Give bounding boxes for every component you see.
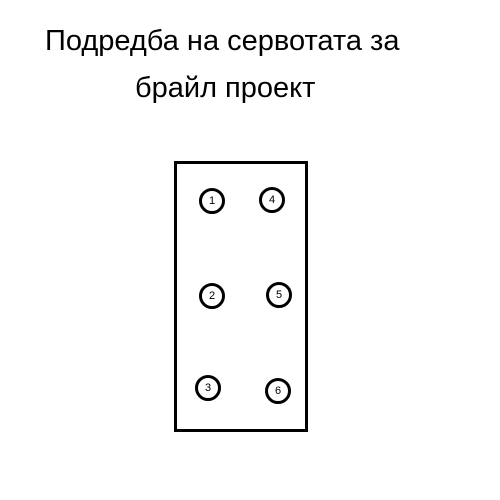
servo-position-2: 2 xyxy=(199,283,225,309)
servo-position-1: 1 xyxy=(199,188,225,214)
servo-label-3: 3 xyxy=(204,382,212,394)
servo-label-4: 4 xyxy=(268,194,276,206)
diagram-title-line-1: Подредба на сервотата за xyxy=(45,25,400,57)
servo-label-5: 5 xyxy=(275,289,283,301)
diagram-title-line-2: брайл проект xyxy=(135,72,316,104)
servo-label-1: 1 xyxy=(208,195,216,207)
servo-position-3: 3 xyxy=(195,375,221,401)
servo-position-6: 6 xyxy=(265,378,291,404)
servo-label-6: 6 xyxy=(274,385,282,397)
braille-cell-frame: 1 2 3 4 5 6 xyxy=(174,161,308,432)
servo-label-2: 2 xyxy=(208,290,216,302)
servo-position-4: 4 xyxy=(259,187,285,213)
servo-position-5: 5 xyxy=(266,282,292,308)
